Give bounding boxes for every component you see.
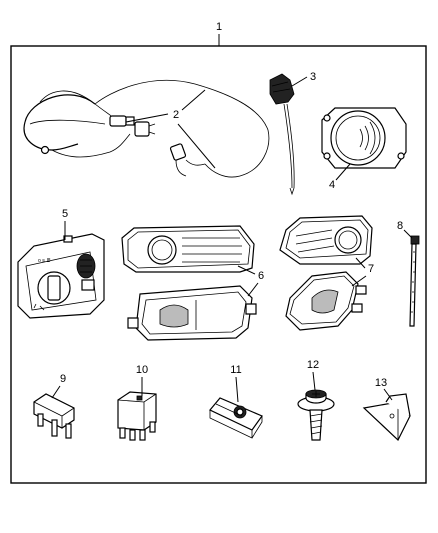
callout-3[interactable]: 3 — [291, 71, 316, 87]
callout-10[interactable]: 10 — [136, 364, 148, 396]
jumper-bar[interactable] — [33, 393, 75, 439]
callout-6-label: 6 — [258, 270, 264, 282]
fog-lamp-bezel-right-lower[interactable] — [285, 271, 367, 331]
wiring-harness[interactable] — [23, 79, 270, 178]
bracket-clip[interactable] — [362, 393, 411, 441]
callout-1-label: 1 — [216, 21, 222, 33]
callout-2[interactable]: 2 — [125, 89, 216, 169]
callout-8[interactable]: 8 — [397, 220, 413, 239]
callout-11[interactable]: 11 — [230, 364, 242, 403]
fog-lamp-bezel-lower[interactable] — [127, 285, 257, 341]
u-nut-clip[interactable] — [209, 397, 263, 439]
cable-tie[interactable] — [409, 235, 420, 327]
callout-9[interactable]: 9 — [51, 373, 66, 399]
callout-3-label: 3 — [310, 71, 316, 83]
callout-9-label: 9 — [60, 373, 66, 385]
callout-12-label: 12 — [307, 359, 319, 371]
callout-5[interactable]: 5 — [62, 208, 68, 240]
callout-4[interactable]: 4 — [329, 163, 351, 191]
callout-7-label: 7 — [368, 263, 374, 275]
callout-1[interactable]: 1 — [216, 21, 222, 46]
relay[interactable] — [117, 391, 157, 441]
fog-lamp[interactable] — [321, 107, 407, 169]
callout-2-label: 2 — [173, 109, 179, 121]
callout-5-label: 5 — [62, 208, 68, 220]
screw[interactable] — [297, 389, 335, 441]
callout-6[interactable]: 6 — [237, 265, 264, 297]
fog-lamp-bezel-upper[interactable] — [121, 225, 255, 273]
svg-text:o ≡ ≣: o ≡ ≣ — [38, 255, 51, 264]
callout-13[interactable]: 13 — [375, 377, 393, 401]
callout-12[interactable]: 12 — [307, 359, 319, 391]
fog-lamp-bezel-right-upper[interactable] — [279, 215, 373, 265]
callout-4-label: 4 — [329, 179, 335, 191]
callout-7[interactable]: 7 — [351, 257, 374, 287]
callout-11-label: 11 — [230, 364, 241, 376]
headlamp-switch[interactable]: o ≡ ≣ — [17, 233, 105, 319]
callout-13-label: 13 — [375, 377, 387, 389]
callout-8-label: 8 — [397, 220, 403, 232]
connector-pigtail[interactable] — [269, 73, 295, 196]
callout-10-label: 10 — [136, 364, 148, 376]
